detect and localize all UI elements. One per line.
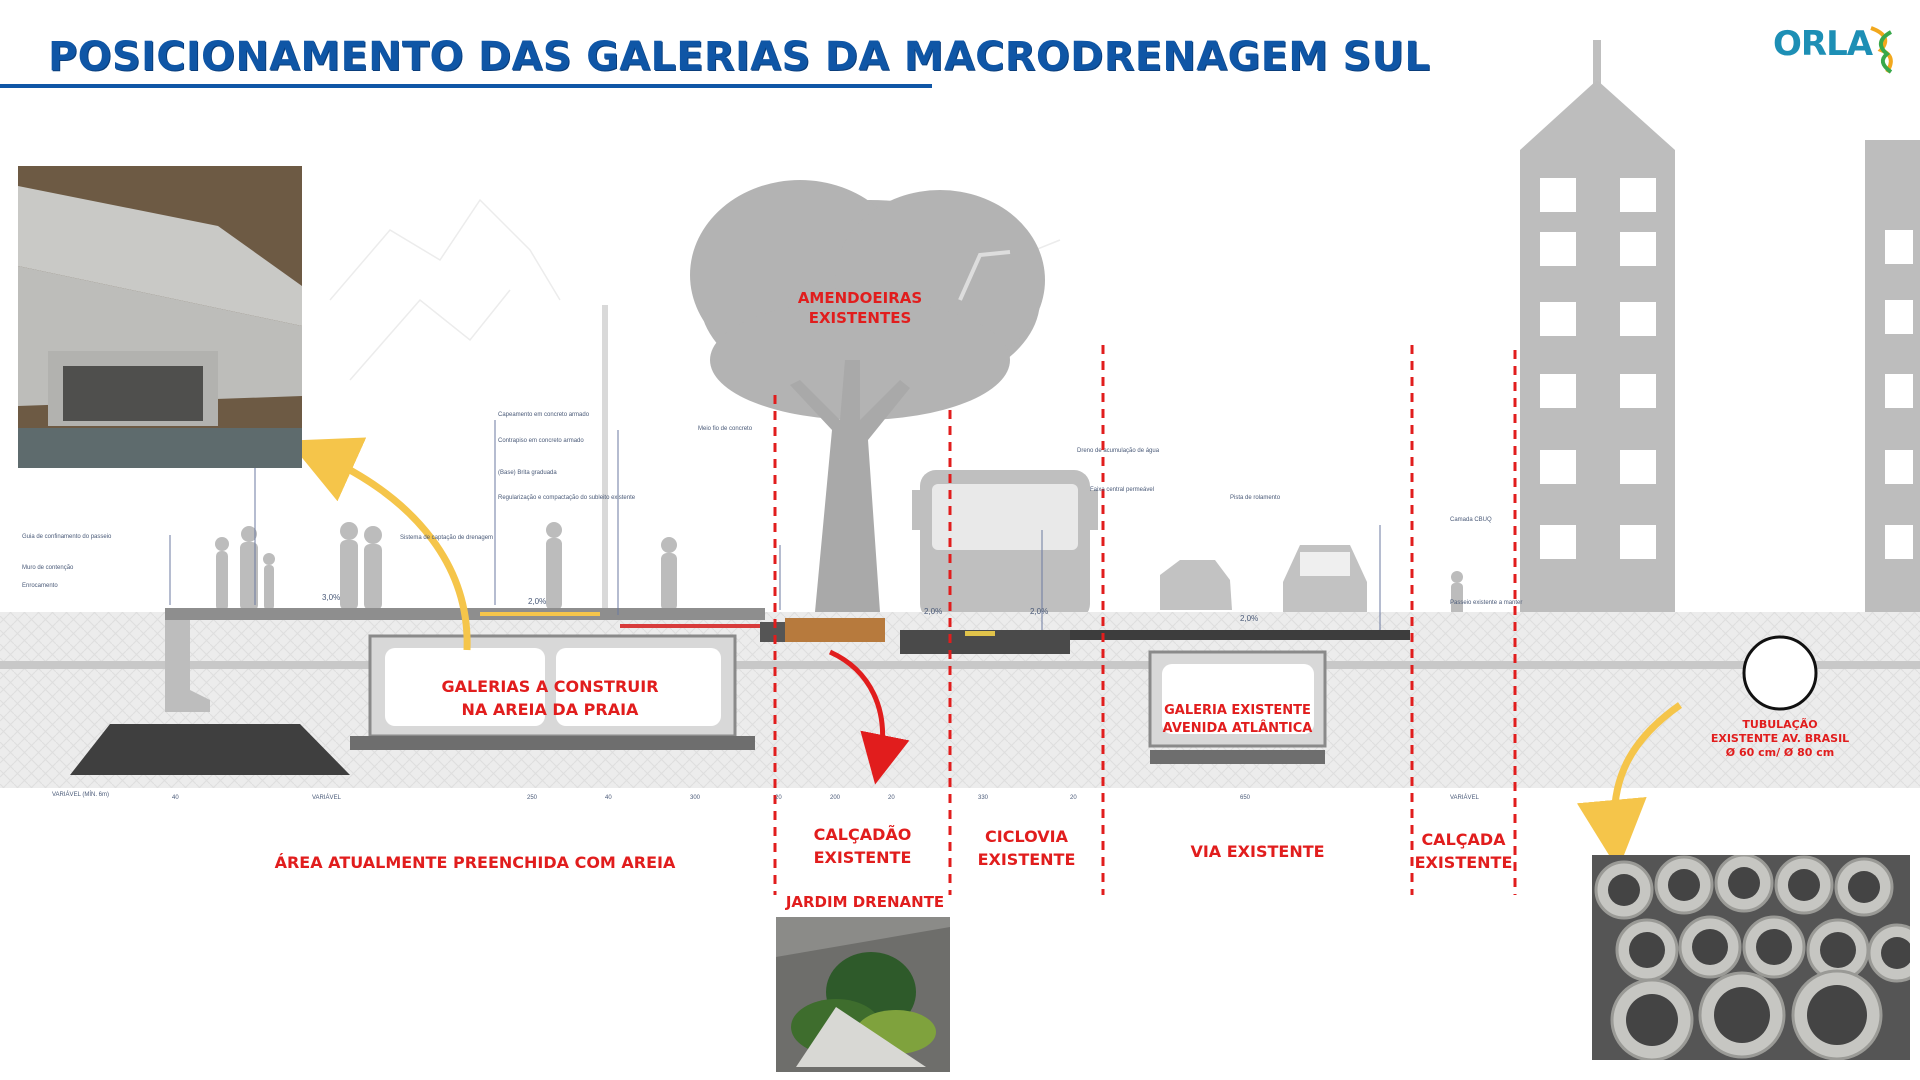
orla-logo: ORLA	[1773, 18, 1915, 78]
existing-gallery-box	[1148, 650, 1327, 764]
annotation-note: Pista de rolamento	[1230, 495, 1281, 501]
section-dividers	[773, 345, 1517, 895]
annotation-note: Faixa central permeável	[1090, 487, 1155, 493]
bus-illustration	[912, 470, 1098, 620]
annotation-note: Capeamento em concreto armado	[498, 412, 590, 418]
road-pavement	[1070, 630, 1410, 640]
annotation-note: Passeio existente a manter	[1450, 600, 1523, 606]
rock-foundation	[70, 724, 350, 775]
jardim-drenante-label: JARDIM DRENANTE	[785, 893, 945, 911]
title-underline	[0, 84, 932, 88]
dimension-label: VARIÁVEL (MÍN. 6m)	[52, 792, 110, 798]
dimension-label: 20	[1070, 795, 1077, 801]
planter	[785, 618, 885, 642]
annotation-note: Regularização e compactação do subleito …	[498, 495, 636, 501]
slope-label: 3,0%	[322, 593, 341, 602]
annotation-leaders	[169, 420, 1381, 630]
new-gallery-box	[350, 634, 755, 750]
dimension-label: VARIÁVEL	[1450, 795, 1479, 801]
dimension-label: 250	[527, 795, 538, 801]
buildings	[1520, 40, 1920, 635]
dimension-label: 200	[830, 795, 841, 801]
page-title: POSICIONAMENTO DAS GALERIAS DA MACRODREN…	[48, 34, 1431, 80]
car-illustration	[1160, 545, 1367, 630]
logo-text: ORLA	[1773, 24, 1873, 64]
annotation-note: Meio fio de concreto	[698, 426, 753, 432]
slope-label: 2,0%	[924, 607, 943, 616]
annotation-note: Sistema de captação de drenagem	[400, 535, 494, 541]
gallery-photo	[18, 166, 302, 468]
ground-line	[0, 661, 1920, 669]
dimension-label: 40	[605, 795, 612, 801]
dimension-label: VARIÁVEL	[312, 795, 341, 801]
pipe-arrow	[1576, 702, 1683, 870]
annotation-note: (Base) Brita graduada	[498, 470, 557, 476]
dimension-label: 330	[978, 795, 989, 801]
orla-rio-logo-icon	[1870, 26, 1893, 74]
annotation-note: Camada CBUQ	[1450, 517, 1492, 523]
dimension-label: 40	[172, 795, 179, 801]
light-pole	[602, 305, 608, 620]
dimension-label: 650	[1240, 795, 1251, 801]
retaining-wall	[165, 608, 210, 712]
tree-illustration	[690, 180, 1045, 612]
concrete-pipes-photo	[1592, 855, 1910, 1060]
annotation-note: Contrapiso em concreto armado	[498, 438, 584, 444]
people-silhouettes	[215, 522, 1463, 627]
annotation-note: Enrocamento	[22, 583, 58, 589]
annotation-note: Muro de contenção	[22, 565, 74, 571]
dimension-label: 20	[775, 795, 782, 801]
planter-arrow	[828, 649, 910, 785]
via-label: VIA EXISTENTE	[1190, 842, 1325, 861]
annotation-note: Guia de confinamento do passeio	[22, 534, 112, 540]
dimension-label: 20	[888, 795, 895, 801]
slope-label: 2,0%	[1240, 614, 1259, 623]
galleries-arrow	[288, 437, 471, 651]
area-areia-label: ÁREA ATUALMENTE PREENCHIDA COM AREIA	[274, 853, 676, 872]
slope-label: 2,0%	[528, 597, 547, 606]
slope-label: 2,0%	[1030, 607, 1049, 616]
dimension-label: 300	[690, 795, 701, 801]
pipe-circle	[1742, 635, 1818, 711]
drainage-garden-photo	[776, 917, 950, 1072]
annotation-note: Dreno de acumulação de água	[1077, 448, 1160, 454]
